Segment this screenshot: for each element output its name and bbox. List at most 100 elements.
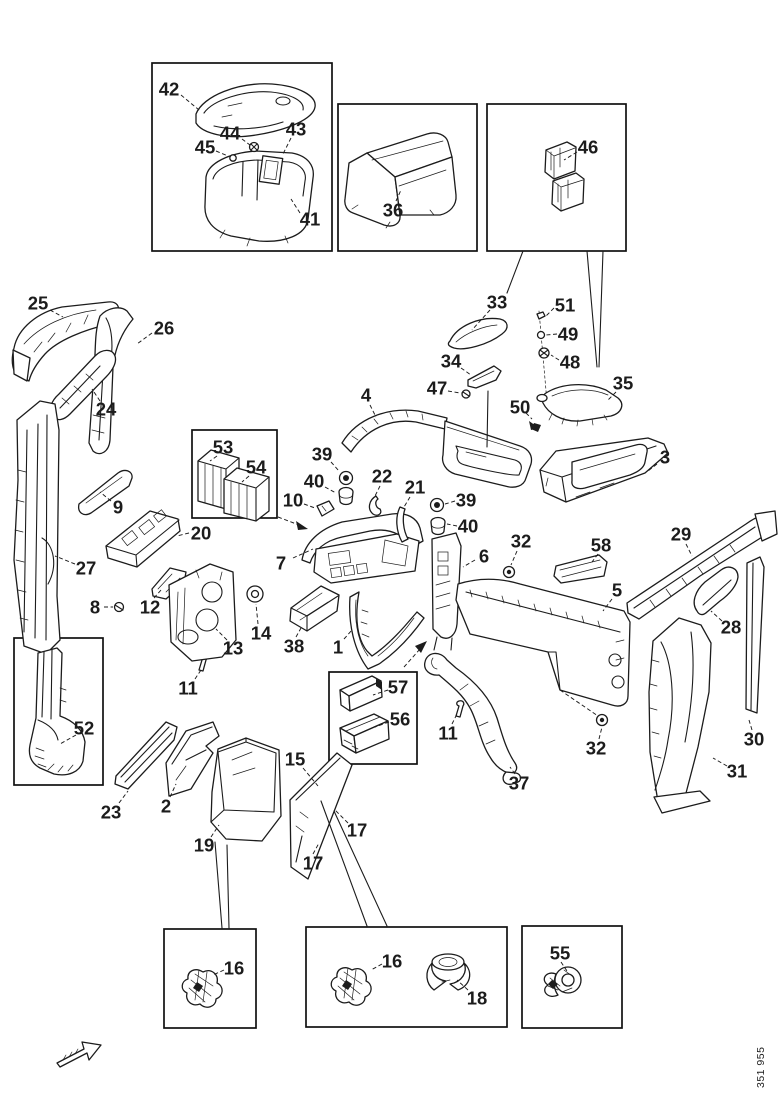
part-36-cover (344, 132, 457, 229)
callout-leader-26 (136, 332, 153, 345)
part-46-bracket (544, 141, 585, 212)
inset-console-inset (151, 62, 333, 252)
callout-leader-7 (292, 548, 314, 559)
callout-2: 2 (161, 796, 171, 817)
callout-leader-29 (685, 543, 693, 557)
callout-leader-46 (563, 151, 578, 161)
inset-frames (13, 62, 627, 1029)
callout-41: 41 (300, 209, 321, 230)
inset-pointer-line (506, 250, 524, 294)
callout-28: 28 (721, 617, 742, 638)
callout-leader-32 (598, 726, 603, 740)
callout-32: 32 (511, 531, 532, 552)
callout-12: 12 (140, 597, 161, 618)
callout-14: 14 (251, 623, 272, 644)
callout-49: 49 (558, 324, 579, 345)
callout-leader-12 (153, 589, 162, 599)
callout-16: 16 (224, 958, 245, 979)
callout-leader-50 (525, 412, 533, 420)
callout-leader-18 (456, 979, 469, 991)
callout-leader-23 (118, 790, 129, 804)
inset-clip-inset-right (521, 925, 623, 1029)
part-31-pillar-panel (648, 617, 712, 814)
part-38-tray (289, 585, 340, 632)
callout-leader-16 (212, 969, 225, 976)
switch-inset-arrow (277, 516, 308, 530)
callout-52: 52 (74, 718, 95, 739)
callout-36: 36 (383, 200, 404, 221)
callout-leader-42 (180, 94, 200, 111)
callout-5: 5 (612, 580, 622, 601)
callout-25: 25 (28, 293, 49, 314)
callout-leader-33 (471, 309, 491, 331)
part-56-tray (339, 713, 390, 754)
washer-49 (536, 330, 546, 340)
part-25-pillar-trim (11, 301, 120, 382)
screw-51 (536, 311, 546, 320)
part-34-bracket (467, 365, 502, 389)
callout-leader-37 (509, 766, 516, 775)
callout-leader-49 (545, 333, 558, 336)
callout-1: 1 (333, 637, 343, 658)
callout-leader-56 (374, 721, 390, 728)
callout-leader-28 (710, 610, 723, 622)
callout-45: 45 (195, 137, 216, 158)
callout-32: 32 (586, 738, 607, 759)
part-39-grommet-right (429, 497, 445, 513)
callout-7: 7 (276, 553, 286, 574)
callout-22: 22 (372, 466, 393, 487)
callout-leader-40 (324, 486, 337, 494)
part-2-bracket (165, 721, 220, 797)
callout-leader-58 (591, 553, 599, 563)
callout-58: 58 (591, 535, 612, 556)
callout-13: 13 (223, 638, 244, 659)
callout-53: 53 (213, 437, 234, 458)
callout-17: 17 (303, 853, 324, 874)
callout-leader-4 (369, 404, 377, 418)
callout-47: 47 (427, 378, 448, 399)
callout-44: 44 (220, 123, 241, 144)
part-20-bracket (105, 509, 181, 568)
callout-56: 56 (390, 709, 411, 730)
callout-15: 15 (285, 749, 306, 770)
inset-cover-inset (337, 103, 478, 252)
callout-26: 26 (154, 318, 175, 339)
part-52-boot (28, 647, 86, 776)
part-9-trim-strip (78, 469, 133, 516)
callout-38: 38 (284, 636, 305, 657)
doc-number: 351 955 (755, 1047, 767, 1088)
part-55-clip (543, 966, 582, 997)
inset-pointer-wedge (586, 250, 604, 368)
panel-to-inset-lines (320, 800, 388, 927)
part-7-cluster-surround (301, 512, 424, 584)
part-3-shelf-panel (539, 437, 669, 503)
callout-leader-44 (241, 138, 251, 146)
part-19-console-box (210, 737, 282, 842)
callout-33: 33 (487, 292, 508, 313)
part-39-grommet-left (338, 470, 354, 486)
callout-39: 39 (312, 444, 333, 465)
callout-leader-38 (295, 627, 302, 638)
part-42-console-lid (195, 83, 316, 138)
callout-17: 17 (347, 820, 368, 841)
callout-30: 30 (744, 729, 765, 750)
callout-leader-14 (255, 603, 259, 625)
screw-8 (113, 601, 125, 613)
screw-48 (538, 347, 550, 359)
part-1-bracket (349, 591, 425, 670)
part-57-tray (339, 675, 383, 712)
grommet-32-right (559, 689, 609, 727)
screw-47 (461, 389, 471, 399)
part-37-duct (424, 652, 522, 785)
callout-10: 10 (283, 490, 304, 511)
callout-6: 6 (479, 546, 489, 567)
callout-43: 43 (286, 119, 307, 140)
callout-16: 16 (382, 951, 403, 972)
part-16-clip-middle (330, 967, 372, 1006)
direction-arrow (56, 1041, 102, 1068)
part-24-trim-strip (49, 349, 117, 421)
part-4-dash-top-rail (341, 409, 448, 453)
